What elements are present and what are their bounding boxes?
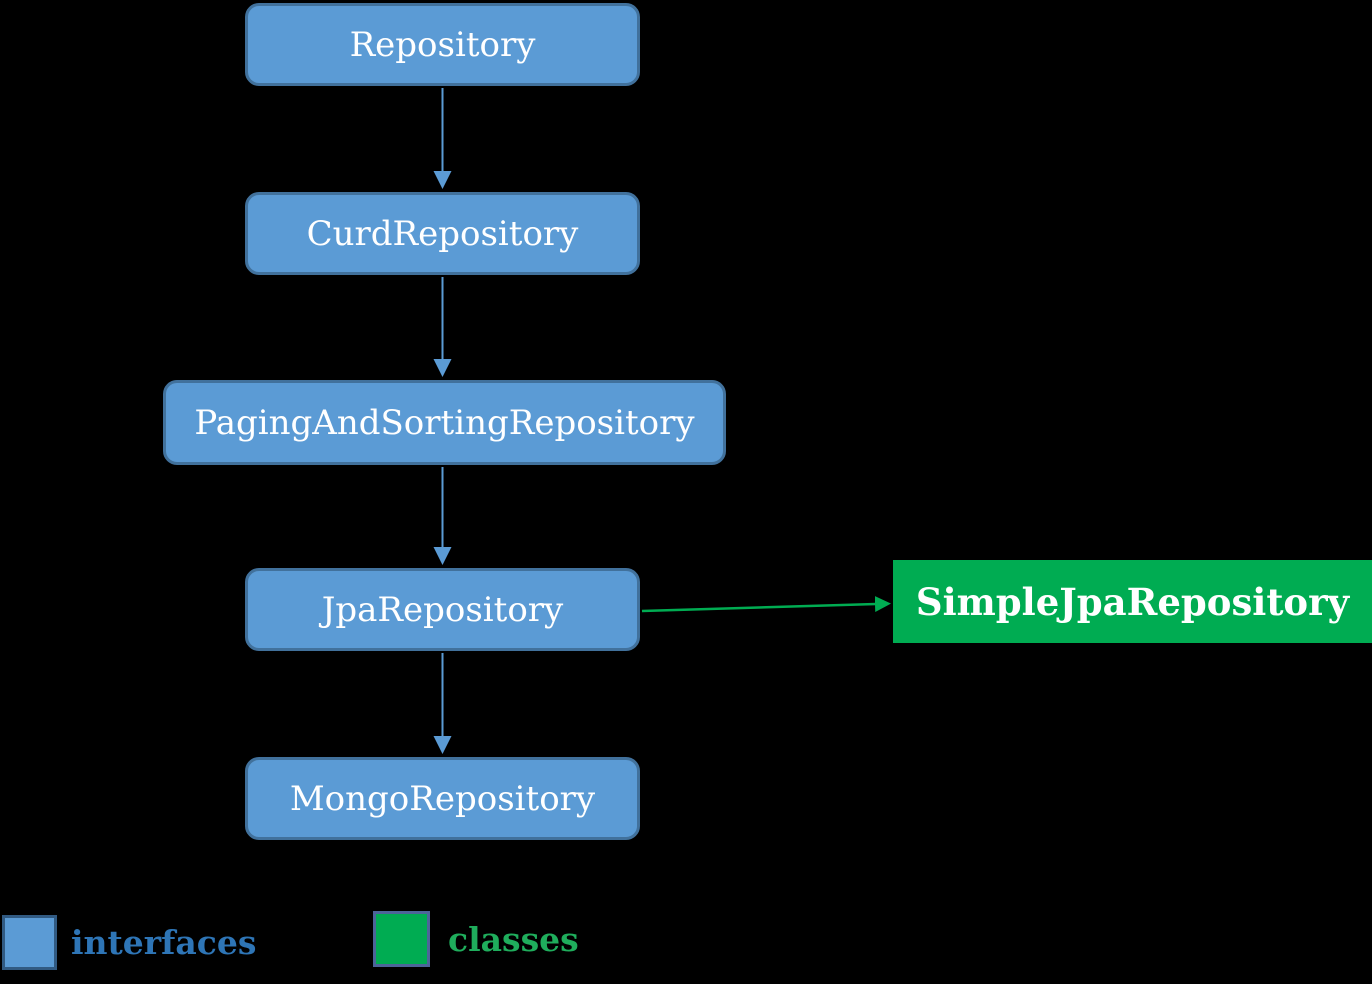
node-simple-jpa-repository: SimpleJpaRepository — [893, 560, 1372, 643]
node-mongo-repository-label: MongoRepository — [289, 778, 596, 819]
node-paging-and-sorting-repository: PagingAndSortingRepository — [163, 380, 726, 465]
legend-interfaces-label: interfaces — [71, 923, 257, 962]
edge-jpa-to-simplejpa-arrow — [641, 596, 891, 613]
node-simple-jpa-repository-label: SimpleJpaRepository — [915, 579, 1350, 624]
node-repository: Repository — [245, 3, 640, 86]
legend-classes-swatch — [373, 911, 430, 967]
node-curd-repository: CurdRepository — [245, 192, 640, 275]
node-paging-and-sorting-repository-label: PagingAndSortingRepository — [194, 402, 695, 443]
node-mongo-repository: MongoRepository — [245, 757, 640, 840]
node-repository-label: Repository — [349, 24, 536, 65]
node-jpa-repository-label: JpaRepository — [321, 589, 564, 630]
node-jpa-repository: JpaRepository — [245, 568, 640, 651]
legend-interfaces-swatch — [2, 915, 57, 970]
node-curd-repository-label: CurdRepository — [306, 213, 579, 254]
legend-classes-label: classes — [448, 919, 579, 959]
